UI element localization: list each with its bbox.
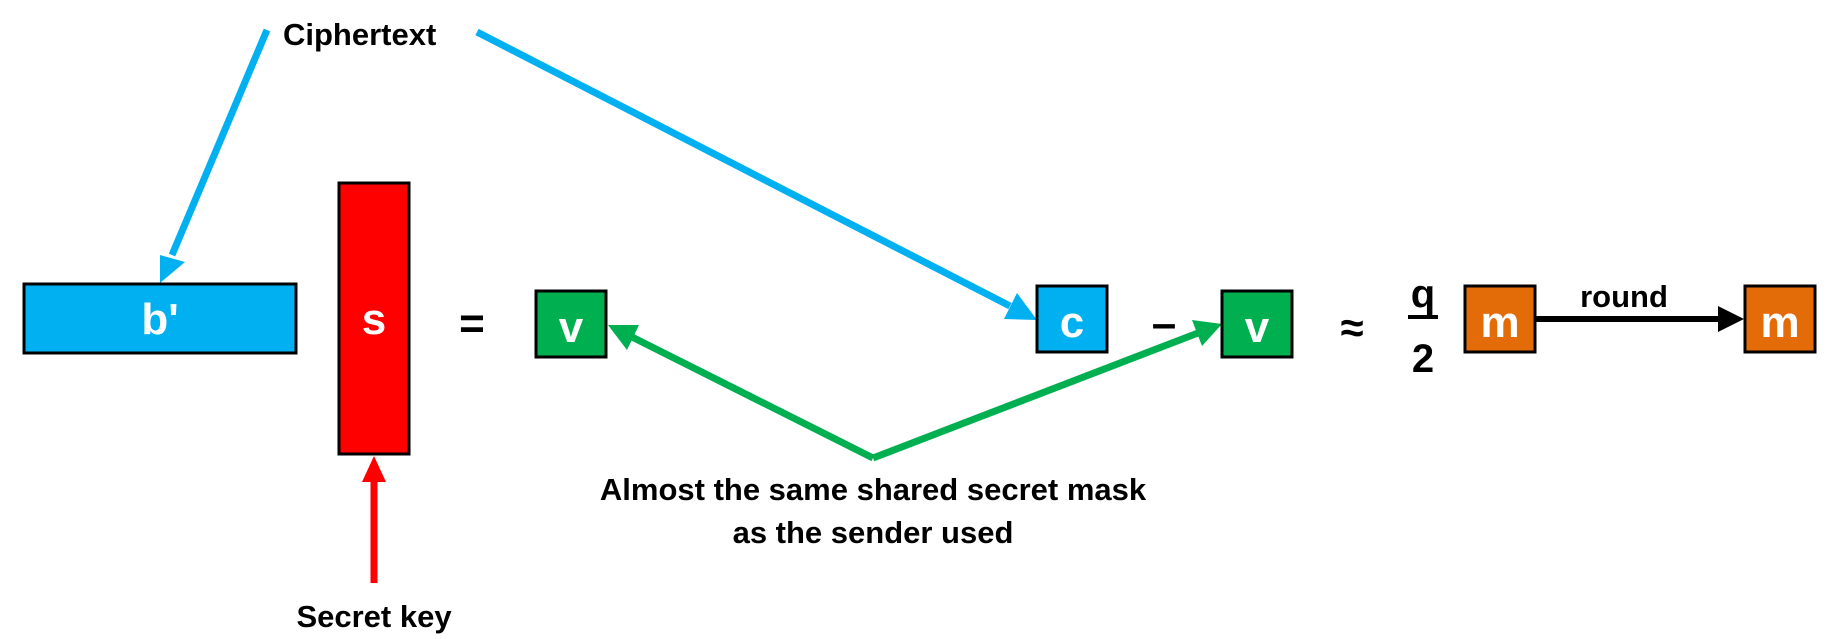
- ciphertext-label: Ciphertext: [283, 17, 436, 52]
- approx-sign: ≈: [1340, 304, 1363, 351]
- m-left-box: m: [1463, 284, 1537, 354]
- mask-arrow-to-v-left: [608, 325, 875, 462]
- equals-sign: =: [459, 299, 485, 348]
- v-right-box: v: [1220, 289, 1294, 359]
- b-prime-symbol: b': [141, 295, 178, 344]
- q-over-2-fraction: q 2: [1408, 272, 1438, 381]
- m-right-symbol: m: [1760, 298, 1799, 347]
- c-box: c: [1035, 284, 1109, 354]
- round-arrow: [1535, 306, 1744, 332]
- v-left-box: v: [534, 289, 608, 359]
- m-right-box: m: [1743, 284, 1817, 354]
- ciphertext-arrow-to-c: [475, 28, 1037, 320]
- q-symbol: q: [1411, 272, 1435, 316]
- b-prime-box: b': [22, 282, 298, 355]
- two-symbol: 2: [1412, 337, 1434, 381]
- secret-key-arrow: [362, 456, 386, 583]
- mask-caption-line2: as the sender used: [733, 515, 1014, 550]
- secret-key-label: Secret key: [296, 599, 452, 634]
- m-left-symbol: m: [1480, 298, 1519, 347]
- secret-key-box: s: [337, 181, 411, 456]
- v-left-symbol: v: [559, 303, 584, 352]
- s-symbol: s: [362, 295, 386, 344]
- minus-sign: –: [1152, 299, 1176, 348]
- mask-arrow-to-v-right: [871, 320, 1222, 462]
- mask-caption-line1: Almost the same shared secret mask: [600, 472, 1147, 507]
- ciphertext-arrow-to-b-prime: [160, 28, 271, 283]
- v-right-symbol: v: [1245, 303, 1270, 352]
- c-symbol: c: [1060, 298, 1084, 347]
- round-label: round: [1580, 279, 1668, 314]
